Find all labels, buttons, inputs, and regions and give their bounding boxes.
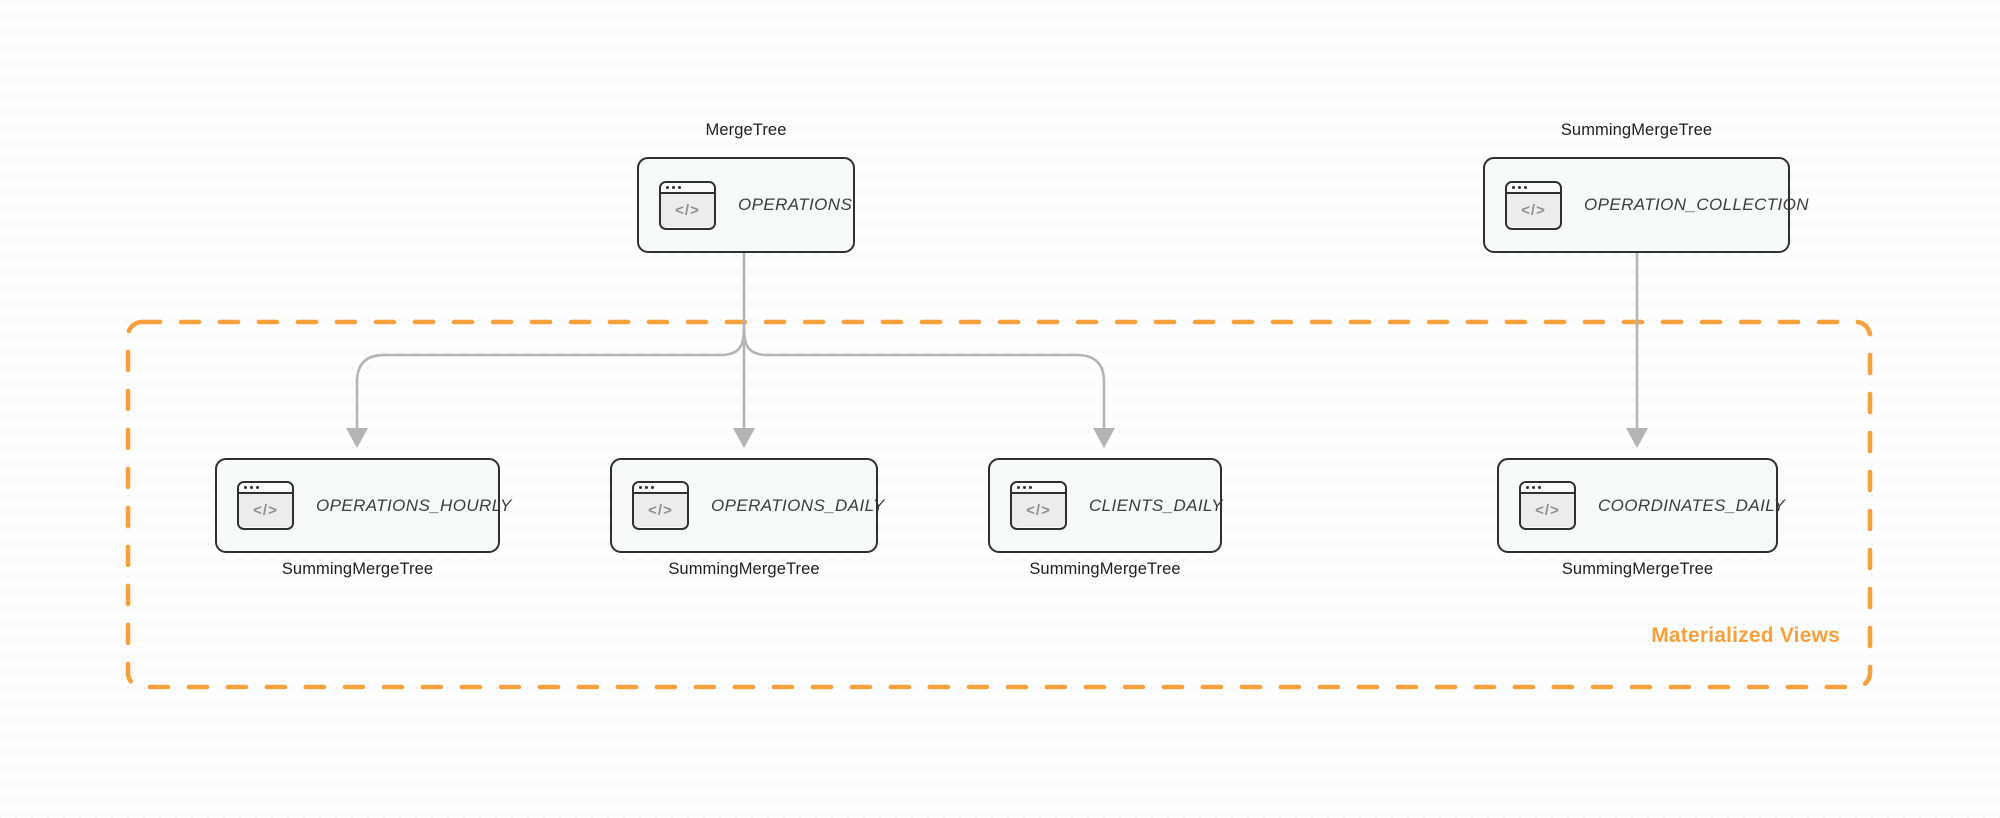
code-glyph: </>: [1521, 494, 1574, 527]
code-window-icon-titlebar: [1012, 483, 1065, 494]
code-window-icon: </>: [1519, 481, 1576, 530]
edge-operations-to-clients-daily: [742, 327, 1106, 429]
code-window-icon: </>: [659, 180, 716, 230]
code-window-icon: </>: [1010, 481, 1067, 530]
code-window-icon: </>: [1505, 180, 1562, 230]
caption-operations-daily: SummingMergeTree: [668, 560, 820, 578]
arrowhead-coordinates-daily: [1626, 428, 1648, 448]
code-window-icon-titlebar: [1507, 182, 1560, 194]
node-operations-hourly[interactable]: </> OPERATIONS_HOURLY: [215, 458, 511, 553]
node-label-operation-collection: OPERATION_COLLECTION: [1584, 195, 1809, 214]
code-window-icon: </>: [237, 481, 294, 530]
code-window-icon: </>: [632, 481, 689, 530]
arrowhead-clients-daily: [1093, 428, 1115, 448]
caption-clients-daily: SummingMergeTree: [1029, 560, 1181, 578]
node-coordinates-daily[interactable]: </> COORDINATES_DAILY: [1497, 458, 1785, 553]
node-operations-daily[interactable]: </> OPERATIONS_DAILY: [610, 458, 884, 553]
arrowhead-operations-daily: [733, 428, 755, 448]
arrowhead-operations-hourly: [346, 428, 368, 448]
caption-operation-collection: SummingMergeTree: [1560, 121, 1713, 139]
code-glyph: </>: [1012, 494, 1065, 527]
materialized-views-label: Materialized Views: [1651, 624, 1840, 647]
code-window-icon-titlebar: [1521, 483, 1574, 494]
code-glyph: </>: [239, 494, 292, 527]
code-window-icon-titlebar: [239, 483, 292, 494]
node-operations[interactable]: </> OPERATIONS: [637, 157, 855, 253]
node-operation-collection[interactable]: </> OPERATION_COLLECTION: [1483, 157, 1809, 253]
code-glyph: </>: [1507, 193, 1560, 227]
caption-coordinates-daily: SummingMergeTree: [1561, 560, 1714, 578]
node-label-operations-hourly: OPERATIONS_HOURLY: [316, 495, 512, 515]
node-clients-daily[interactable]: </> CLIENTS_DAILY: [988, 458, 1224, 553]
edge-operations-to-operations-hourly: [355, 327, 746, 429]
caption-operations: MergeTree: [705, 121, 787, 139]
caption-operations-hourly: SummingMergeTree: [281, 560, 434, 578]
code-window-icon-titlebar: [661, 182, 714, 194]
code-glyph: </>: [634, 494, 687, 527]
node-label-operations-daily: OPERATIONS_DAILY: [711, 495, 885, 515]
node-label-clients-daily: CLIENTS_DAILY: [1089, 495, 1224, 515]
code-glyph: </>: [661, 193, 714, 227]
node-label-operations: OPERATIONS: [738, 195, 853, 214]
code-window-icon-titlebar: [634, 483, 687, 494]
node-label-coordinates-daily: COORDINATES_DAILY: [1598, 495, 1786, 515]
